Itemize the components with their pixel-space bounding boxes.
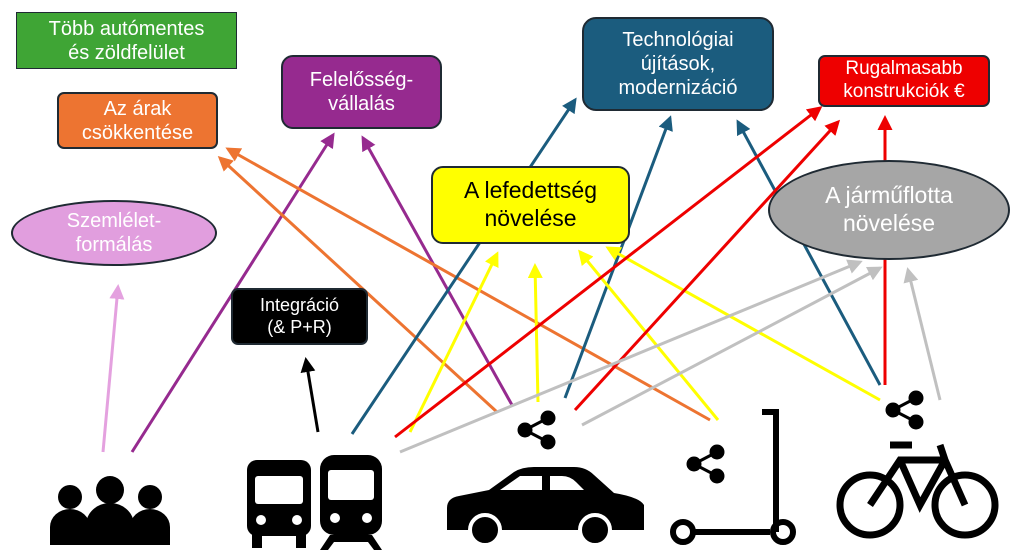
share-icon xyxy=(885,390,924,430)
car-icon xyxy=(447,467,644,547)
node-attitude: Szemlélet- formálás xyxy=(11,200,217,266)
node-label: Rugalmasabb konstrukciók € xyxy=(843,58,965,102)
node-price-reduction: Az árak csökkentése xyxy=(57,92,218,149)
node-label: Szemlélet- formálás xyxy=(66,210,162,256)
node-label: Felelősség- vállalás xyxy=(309,69,414,115)
arrow-coverage-2 xyxy=(527,263,543,403)
arrow-fleet-2 xyxy=(581,266,883,427)
train-icon xyxy=(320,455,382,550)
node-label: A lefedettség növelése xyxy=(464,177,597,231)
arrow-prices-2 xyxy=(217,155,499,414)
arrow-tech-2 xyxy=(563,115,673,399)
node-flexible-constructions: Rugalmasabb konstrukciók € xyxy=(818,55,990,107)
arrow-fleet-3 xyxy=(903,267,942,401)
node-technology: Technológiai újítások, modernizáció xyxy=(582,17,774,111)
arrow-attitude xyxy=(101,284,125,453)
arrow-coverage-4 xyxy=(605,246,881,402)
arrow-prices-1 xyxy=(225,147,711,422)
node-green-spaces: Több autómentes és zöldfelület xyxy=(16,12,237,69)
node-label: Több autómentes és zöldfelület xyxy=(48,17,205,64)
node-integration: Integráció (& P+R) xyxy=(231,288,368,345)
node-responsibility: Felelősség- vállalás xyxy=(281,55,442,129)
node-label: Az árak csökkentése xyxy=(81,97,194,144)
share-icon xyxy=(686,444,725,484)
arrow-flexible-1 xyxy=(394,106,823,439)
node-label: Technológiai újítások, modernizáció xyxy=(618,29,738,99)
arrow-fleet-1 xyxy=(399,259,863,454)
node-fleet: A járműflotta növelése xyxy=(768,160,1010,260)
arrow-coverage-3 xyxy=(578,249,720,421)
arrow-integration xyxy=(300,357,320,433)
arrow-tech-1 xyxy=(350,97,577,435)
people-icon xyxy=(50,476,170,545)
share-icon xyxy=(517,410,556,450)
arrow-responsibility-2 xyxy=(361,135,514,406)
node-label: A járműflotta növelése xyxy=(825,182,953,236)
arrow-tech-3 xyxy=(736,119,882,386)
scooter-icon xyxy=(670,409,796,545)
node-label: Integráció (& P+R) xyxy=(259,294,340,337)
node-coverage: A lefedettség növelése xyxy=(431,166,630,244)
bus-icon xyxy=(247,460,311,548)
bicycle-icon xyxy=(836,441,999,539)
arrow-coverage-1 xyxy=(408,251,499,433)
